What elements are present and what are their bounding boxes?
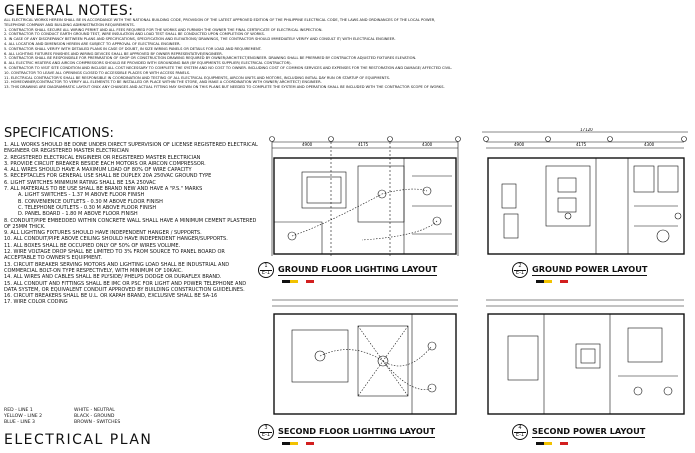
spec-item: 1. ALL WORKS SHOULD BE DONE UNDER DIRECT… bbox=[4, 142, 258, 155]
spec-item: 7. ALL MATERIALS TO BE USE SHALL BE BRAN… bbox=[4, 186, 203, 193]
detail-marker: 3 E-1 bbox=[258, 424, 274, 440]
spec-item: 5. RECEPTACLES FOR GENERAL USE SHALL BE … bbox=[4, 173, 212, 180]
color-row: BLUE - LINE 3 BROWN - SWITCHES bbox=[4, 420, 174, 426]
spec-item: 17. WIRE COLOR CODING bbox=[4, 299, 68, 306]
height-item: C. TELEPHONE OUTLETS - 0.30 M ABOVE FLOO… bbox=[18, 204, 157, 211]
spec-item: 13. CIRCUIT BREAKER SERVING MOTORS AND L… bbox=[4, 261, 230, 274]
spec-item: 9. ALL LIGHTING FIXTURES SHOULD HAVE IND… bbox=[4, 230, 202, 237]
caption-second-lighting: 3 E-1 SECOND FLOOR LIGHTING LAYOUT bbox=[258, 424, 436, 440]
detail-marker: 1 E-1 bbox=[258, 262, 274, 278]
caption-ground-power: 2 E-1 GROUND POWER LAYOUT bbox=[512, 262, 648, 278]
color-code: YELLOW - LINE 2 bbox=[4, 414, 43, 419]
note-item: 13. THIS DRAWING ARE DIAGRAMMATIC LAYOUT… bbox=[4, 85, 445, 90]
plan-label: SECOND POWER LAYOUT bbox=[532, 426, 646, 438]
spec-item: 4. ALL WIRES SHOULD HAVE A MAXIMUM LOAD … bbox=[4, 167, 192, 174]
detail-number: 4 bbox=[518, 425, 522, 431]
plan-label: SECOND FLOOR LIGHTING LAYOUT bbox=[278, 426, 436, 438]
second-power-plan bbox=[486, 299, 685, 415]
spec-item: 6. LIGHT SWITCHES MINIMUM RATING SHALL B… bbox=[4, 179, 156, 186]
note-item: 7. CONTRACTOR SHALL BE RESPONSIBLE FOR P… bbox=[4, 56, 417, 61]
detail-marker: 2 E-1 bbox=[512, 262, 528, 278]
dim-label: 4300 bbox=[644, 142, 655, 147]
sheet-number: E-1 bbox=[515, 432, 525, 438]
note-item: 11. ELECTRICAL CONTRACTOR'S SHALL BE RES… bbox=[4, 75, 391, 80]
drawing-title: ELECTRICAL PLAN bbox=[4, 432, 153, 448]
spec-item: 2. REGISTERED ELECTRICAL ENGINEER OR REG… bbox=[4, 154, 201, 161]
note-item: 10. CONTRACTOR TO LEAVE ALL OPENINGS CLO… bbox=[4, 70, 191, 75]
note-item: 3. IN CASE OF ANY DISCREPANCY BETWEEN PL… bbox=[4, 37, 396, 42]
note-item: 1. CONTRACTOR SHALL SECURE ALL WIRING PE… bbox=[4, 27, 323, 32]
spec-item: 16. CIRCUIT BREAKERS SHALL BE U.L. OR KA… bbox=[4, 293, 218, 300]
detail-number: 1 bbox=[264, 263, 268, 269]
scale-bar bbox=[536, 442, 568, 445]
note-item: TELEPHONE COMPANY AND BUILDING ADMINISTR… bbox=[4, 22, 135, 27]
dim-label: 4900 bbox=[302, 142, 313, 147]
note-item: 2. CONTRACTOR TO CONDUCT EARTH GROUND TE… bbox=[4, 32, 265, 37]
color-code: BLUE - LINE 3 bbox=[4, 420, 35, 425]
spec-item: 8. CONDUIT/PIPE EMBEDDED WITHIN CONCRETE… bbox=[4, 217, 257, 230]
dim-total: 17120 bbox=[580, 128, 593, 132]
spec-item: 3. PROVIDE CIRCUIT BREAKER BESIDE EACH M… bbox=[4, 160, 206, 167]
height-item: A. LIGHT SWITCHES - 1.37 M ABOVE FLOOR F… bbox=[18, 192, 145, 199]
caption-ground-lighting: 1 E-1 GROUND FLOOR LIGHTING LAYOUT bbox=[258, 262, 438, 278]
color-code: WHITE - NEUTRAL bbox=[74, 408, 115, 413]
dim-label: 4175 bbox=[576, 142, 587, 147]
note-item: 9. CONTRACTOR TO VISIT SITE CONDITION AN… bbox=[4, 65, 453, 70]
spec-item: 14. ALL WIRES AND CABLES SHALL BE PLYSID… bbox=[4, 274, 222, 281]
color-code: RED - LINE 1 bbox=[4, 408, 33, 413]
overall-dimension: 17120 bbox=[482, 128, 688, 133]
spec-item: 11. ALL BOXES SHALL BE OCCUPIED ONLY OF … bbox=[4, 242, 181, 249]
dim-label: 4300 bbox=[422, 142, 433, 147]
note-item: ALL ELECTRICAL WORKS HEREIN SHALL BE IN … bbox=[4, 18, 436, 22]
scale-bar bbox=[282, 280, 314, 283]
note-item: 4. ALL LOCATION AND DIMENSION HEREIN ARE… bbox=[4, 41, 181, 46]
ground-power-plan: 4900 4175 4300 bbox=[483, 136, 687, 255]
scale-bar bbox=[282, 442, 314, 445]
sheet-number: E-1 bbox=[261, 270, 271, 276]
sheet-number: E-1 bbox=[515, 270, 525, 276]
detail-marker: 4 E-1 bbox=[512, 424, 528, 440]
ground-floor-lighting-plan: 4900 4175 4300 bbox=[269, 136, 461, 256]
caption-second-power: 4 E-1 SECOND POWER LAYOUT bbox=[512, 424, 646, 440]
note-item: 5. CONTRACTOR SHALL VERIFY WITH DETAILED… bbox=[4, 46, 262, 51]
specifications-title: SPECIFICATIONS: bbox=[4, 126, 114, 141]
general-notes-title: GENERAL NOTES: bbox=[4, 3, 134, 19]
height-item: B. CONVENIENCE OUTLETS - 0.30 M ABOVE FL… bbox=[18, 198, 163, 205]
dim-label: 4175 bbox=[358, 142, 369, 147]
plan-label: GROUND FLOOR LIGHTING LAYOUT bbox=[278, 264, 438, 276]
detail-number: 3 bbox=[264, 425, 268, 431]
specifications-list: 1. ALL WORKS SHOULD BE DONE UNDER DIRECT… bbox=[4, 142, 258, 306]
scale-bar bbox=[536, 280, 568, 283]
note-item: 12. HOMEOWNER/CONTRACTOR TO VERIFY ALL E… bbox=[4, 80, 322, 85]
note-item: 8. ALL ELECTRIC HEATERS AND AIRCON COMPR… bbox=[4, 61, 292, 66]
general-notes-list: ALL ELECTRICAL WORKS HEREIN SHALL BE IN … bbox=[4, 18, 690, 90]
color-code: BROWN - SWITCHES bbox=[74, 420, 121, 425]
color-code: BLACK - GROUND bbox=[74, 414, 115, 419]
spec-item: 10. ALL CONDUIT/PIPE ABOVE CEILING SHOUL… bbox=[4, 236, 228, 243]
height-item: D. PANEL BOARD - 1.80 M ABOVE FLOOR FINI… bbox=[18, 211, 138, 218]
note-item: 6. ALL LIGHTING FIXTURES FINISHES AND WI… bbox=[4, 51, 223, 56]
second-floor-lighting-plan bbox=[272, 299, 458, 415]
color-row: YELLOW - LINE 2 BLACK - GROUND bbox=[4, 414, 174, 420]
plan-label: GROUND POWER LAYOUT bbox=[532, 264, 648, 276]
color-row: RED - LINE 1 WHITE - NEUTRAL bbox=[4, 408, 174, 414]
detail-number: 2 bbox=[518, 263, 522, 269]
spec-item: 12. WIRE VOLTAGE DROP SHALL BE LIMITED T… bbox=[4, 249, 225, 262]
spec-item: 15. ALL CONDUIT AND FITTINGS SHALL BE IM… bbox=[4, 280, 247, 293]
wire-color-coding: RED - LINE 1 WHITE - NEUTRAL YELLOW - LI… bbox=[4, 408, 174, 426]
dim-label: 4900 bbox=[514, 142, 525, 147]
sheet-number: E-1 bbox=[261, 432, 271, 438]
